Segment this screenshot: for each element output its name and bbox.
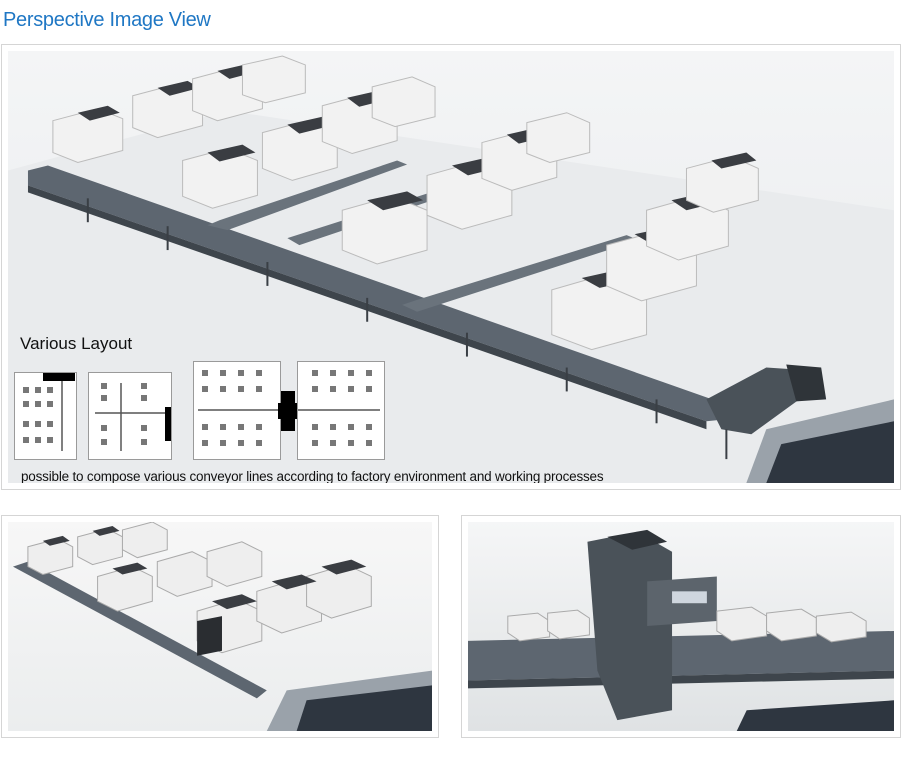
layout-diagram-dual-right-drawing <box>298 370 380 446</box>
layout-diagram-branch-line-drawing <box>95 383 171 451</box>
main-factory-render: Various Layout <box>8 51 894 483</box>
conveyor-closeup-render <box>468 522 894 731</box>
factory-overview-illustration <box>12 522 432 731</box>
layout-diagram-center-hopper <box>278 391 298 431</box>
main-perspective-view: Various Layout <box>1 44 901 490</box>
layout-heading: Various Layout <box>20 334 133 353</box>
conveyor-closeup-illustration <box>468 529 894 731</box>
factory-overview-render <box>8 522 432 731</box>
layout-diagram-dual-right <box>297 361 385 460</box>
layout-diagram-single-line <box>14 372 77 460</box>
factory-overview-image <box>1 515 439 738</box>
layout-caption: possible to compose various conveyor lin… <box>21 469 604 483</box>
page-title: Perspective Image View <box>3 9 211 31</box>
layout-diagram-single-line-drawing <box>23 373 75 451</box>
layout-diagram-dual-left <box>193 361 281 460</box>
layout-diagram-branch-line <box>88 372 172 460</box>
layout-diagram-dual-left-drawing <box>198 370 280 446</box>
conveyor-closeup-image <box>461 515 901 738</box>
